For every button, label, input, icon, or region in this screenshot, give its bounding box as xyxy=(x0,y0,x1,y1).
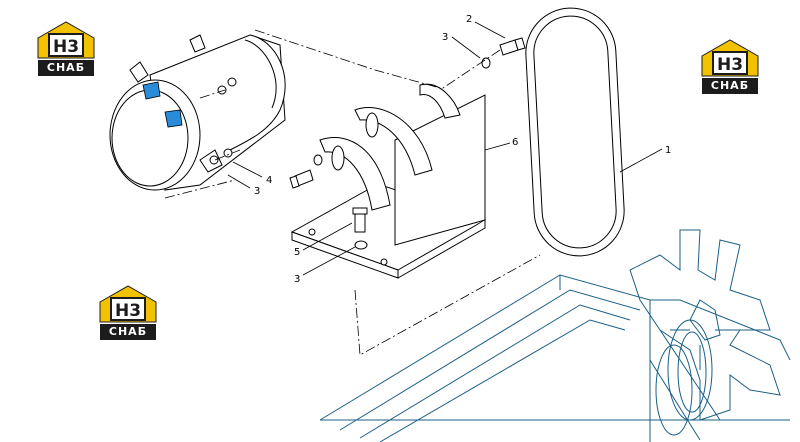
callout-6: 6 xyxy=(512,137,518,148)
brand-logo-bottom-left: H3 CHAБ xyxy=(98,284,158,342)
callout-2: 2 xyxy=(466,14,472,25)
compressor-ports xyxy=(142,81,183,128)
logo-mark: H3 xyxy=(712,51,748,75)
fasteners xyxy=(289,37,526,250)
callout-3-left: 3 xyxy=(254,186,260,197)
brand-logo-top-left: H3 CHAБ xyxy=(36,20,96,78)
alignment-lines xyxy=(164,29,541,356)
logo-text: CHAБ xyxy=(100,324,156,340)
ac-compressor xyxy=(109,34,286,191)
logo-text: CHAБ xyxy=(38,60,94,76)
brand-logo-top-right: H3 CHAБ xyxy=(700,38,760,96)
callout-3-top: 3 xyxy=(442,32,448,43)
callout-4: 4 xyxy=(266,175,272,186)
callout-5: 5 xyxy=(294,247,300,258)
logo-mark: H3 xyxy=(48,33,84,57)
callout-3-bottom: 3 xyxy=(294,274,300,285)
logo-text: CHAБ xyxy=(702,78,758,94)
callout-1: 1 xyxy=(665,145,671,156)
mounting-bracket xyxy=(290,83,487,279)
drive-belt xyxy=(525,7,625,257)
logo-mark: H3 xyxy=(110,297,146,321)
callout-labels: 1 2 3 6 4 3 5 3 xyxy=(254,14,671,285)
radiator-fan-assembly xyxy=(319,229,791,442)
leader-lines xyxy=(227,21,663,276)
